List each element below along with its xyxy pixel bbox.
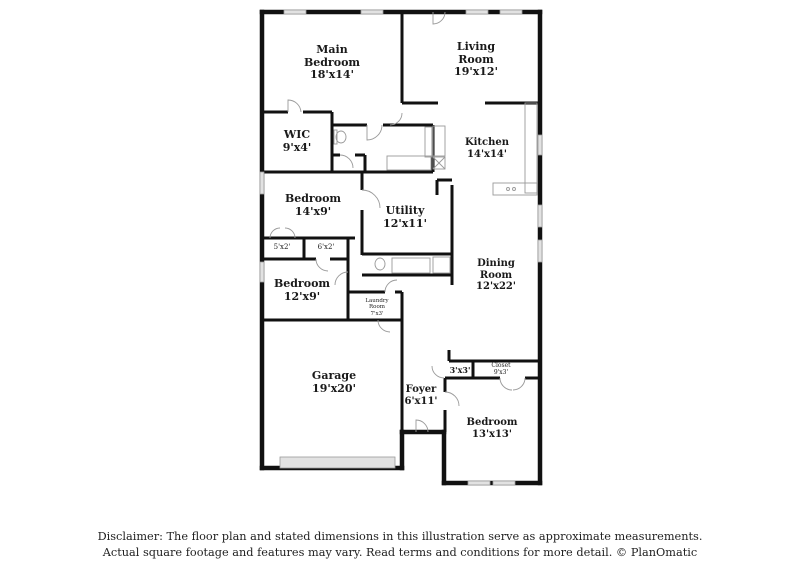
room-label-closet-9x3: Closet 9'x3'	[491, 362, 511, 376]
room-label-wic: WIC 9'x4'	[282, 128, 312, 154]
interior-walls	[262, 12, 540, 432]
room-label-dining-room: Dining Room 12'x22'	[476, 258, 516, 292]
room-label-bedroom-13x13: Bedroom 13'x13'	[466, 417, 518, 440]
fixtures	[333, 102, 538, 274]
windows	[259, 9, 543, 486]
disclaimer-line-2: Actual square footage and features may v…	[102, 546, 698, 559]
room-label-living-room: Living Room 19'x12'	[454, 40, 498, 79]
disclaimer-line-1: Disclaimer: The floor plan and stated di…	[97, 530, 703, 543]
room-label-garage: Garage 19'x20'	[311, 369, 357, 395]
room-label-bedroom-14x9: Bedroom 14'x9'	[284, 192, 342, 218]
room-label-closet-5x2: 5'x2'	[273, 243, 291, 251]
room-label-main-bedroom: Main Bedroom 18'x14'	[303, 43, 361, 82]
room-label-foyer: Foyer 6'x11'	[404, 384, 438, 407]
room-label-laundry-room: Laundry Room 7'x3'	[365, 298, 389, 317]
room-label-utility: Utility 12'x11'	[383, 204, 427, 230]
room-label-kitchen: Kitchen 14'x14'	[464, 137, 510, 160]
room-label-closet-3x3: 3'x3'	[449, 365, 471, 375]
door-swings	[269, 11, 526, 433]
room-label-bedroom-12x9: Bedroom 12'x9'	[273, 277, 331, 303]
room-label-closet-6x2: 6'x2'	[317, 243, 335, 251]
